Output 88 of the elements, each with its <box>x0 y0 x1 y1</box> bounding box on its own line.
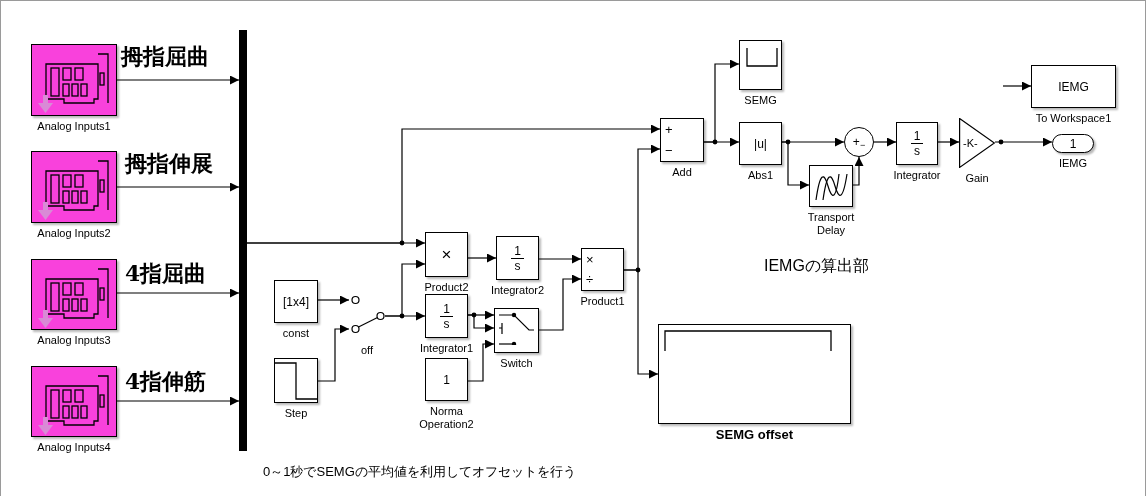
block-label: Product2 <box>424 281 469 294</box>
fraction-denominator: s <box>913 144 921 158</box>
signal-label: 拇指伸展 <box>125 152 213 174</box>
block-text: IEMG <box>1058 80 1089 93</box>
block-label: Abs1 <box>747 169 774 182</box>
signal-arrow <box>317 295 350 305</box>
block-label: Step <box>284 407 308 420</box>
signal-label: 4指屈曲 <box>125 262 207 284</box>
signal-arrow <box>116 75 240 85</box>
note-text: 0～1秒でSEMGの平均値を利用してオフセットを行う <box>263 465 576 478</box>
block-label: Integrator <box>893 169 941 182</box>
block-label: Analog Inputs1 <box>37 120 111 133</box>
input-block <box>31 151 117 223</box>
block-text: [1x4] <box>283 295 309 308</box>
switch-block <box>494 308 539 353</box>
fraction-denominator: s <box>442 316 451 331</box>
fraction-numerator: 1 <box>440 301 453 317</box>
signal-arrow <box>467 253 497 263</box>
port-number: 1 <box>1069 137 1077 150</box>
block-label: Switch <box>500 357 533 370</box>
block-label: Product1 <box>580 295 625 308</box>
input-block <box>31 44 117 116</box>
constant-block <box>274 280 318 323</box>
delay-block <box>809 165 853 207</box>
signal-arrow <box>781 141 810 190</box>
signal-label: 4指伸筋 <box>125 370 207 392</box>
signal-arrow <box>317 324 350 382</box>
scope-block <box>658 324 851 424</box>
block-label: SEMG offset <box>715 428 794 441</box>
manual-switch-icon <box>349 293 385 335</box>
integrator-block <box>896 122 938 165</box>
block-label: IEMG <box>1058 157 1088 170</box>
port-sign: × <box>586 252 594 266</box>
scope-block <box>739 40 782 90</box>
product-block <box>581 248 624 291</box>
signal-arrow <box>703 137 740 147</box>
block-label: Analog Inputs4 <box>37 441 111 454</box>
input-block <box>31 366 117 437</box>
block-label: Norma Operation2 <box>418 405 475 431</box>
block-label: off <box>361 344 373 357</box>
signal-arrow <box>994 137 1053 147</box>
signal-arrow <box>937 137 960 147</box>
signal-arrow <box>873 137 897 147</box>
signal-arrow <box>852 156 864 186</box>
block-label: const <box>282 327 310 340</box>
block-label: Analog Inputs2 <box>37 227 111 240</box>
signal-arrow <box>538 274 582 331</box>
input-block <box>31 259 117 330</box>
port-sign: − <box>665 144 673 157</box>
block-label: SEMG <box>744 94 777 107</box>
signal-arrow <box>116 396 240 406</box>
signal-arrow <box>116 288 240 298</box>
port-sign: + <box>665 123 673 136</box>
constant-block <box>425 358 468 401</box>
gain-triangle <box>959 118 995 168</box>
product-block <box>425 232 468 277</box>
signal-arrow <box>1002 81 1032 91</box>
bus-bar <box>239 30 247 451</box>
section-note: IEMGの算出部 <box>764 258 869 274</box>
block-label: Analog Inputs3 <box>37 334 111 347</box>
integrator-block <box>496 236 539 280</box>
gain-value: -K- <box>962 137 978 149</box>
block-text: 1 <box>443 373 450 386</box>
port-sign: ÷ <box>586 273 594 287</box>
signal-arrow <box>384 259 426 317</box>
block-label: Integrator1 <box>419 342 474 355</box>
signal-label: 拇指屈曲 <box>121 45 209 67</box>
signal-arrow <box>246 124 661 244</box>
fraction-numerator: 1 <box>511 243 524 259</box>
block-label: To Workspace1 <box>1035 112 1112 125</box>
block-label: Transport Delay <box>806 211 856 237</box>
block-text: |u| <box>754 137 767 150</box>
fraction-denominator: s <box>513 258 522 273</box>
block-label: Integrator2 <box>490 284 545 297</box>
signal-arrow <box>538 254 582 264</box>
port-sign: +$_{−}$ <box>852 136 866 148</box>
fraction-numerator: 1 <box>910 129 924 144</box>
operator-symbol: × <box>441 246 452 263</box>
workspace-block <box>1031 65 1116 108</box>
signal-arrow <box>467 339 495 382</box>
signal-arrow <box>116 182 240 192</box>
signal-arrow <box>623 269 659 379</box>
signal-arrow <box>467 314 495 333</box>
sum-block <box>660 118 704 162</box>
integrator-block <box>425 294 468 338</box>
block-label: Add <box>672 166 692 179</box>
abs-block <box>739 122 782 165</box>
block-label: Gain <box>965 172 989 185</box>
